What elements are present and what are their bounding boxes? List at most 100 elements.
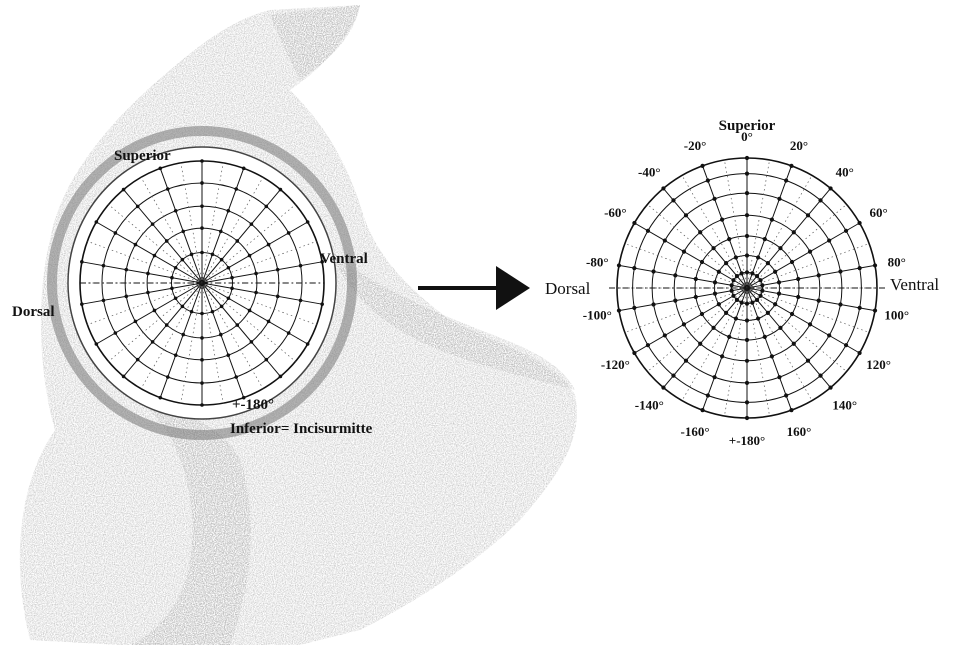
grid-node [158, 167, 162, 171]
grid-node [745, 213, 749, 217]
grid-node [235, 323, 239, 327]
grid-node [766, 311, 770, 315]
grid-node [211, 310, 215, 314]
grid-node [838, 269, 842, 273]
grid-node [181, 258, 185, 262]
grid-node [153, 254, 157, 258]
grid-node [181, 305, 185, 309]
grid-node [684, 359, 688, 363]
grid-node [170, 286, 174, 290]
grid-node [165, 239, 169, 243]
grid-node [122, 375, 126, 379]
grid-node [299, 264, 303, 268]
grid-node [724, 261, 728, 265]
left-ventral-label: Ventral [320, 251, 368, 267]
grid-node [235, 239, 239, 243]
grid-node [777, 197, 781, 201]
angle-label: -20° [684, 138, 707, 153]
grid-node [700, 312, 704, 316]
grid-node [745, 302, 749, 306]
grid-node [857, 221, 861, 225]
grid-node [784, 178, 788, 182]
grid-node [789, 408, 793, 412]
grid-node [174, 353, 178, 357]
grid-node [731, 294, 735, 298]
grid-node [844, 343, 848, 347]
grid-node [170, 276, 174, 280]
grid-node [200, 251, 204, 255]
grid-node [700, 260, 704, 264]
grid-node [200, 312, 204, 316]
grid-node [745, 400, 749, 404]
grid-node [200, 381, 204, 385]
grid-node [174, 266, 178, 270]
grid-node [230, 286, 234, 290]
angle-label: 20° [790, 138, 808, 153]
grid-node [777, 375, 781, 379]
grid-node [320, 302, 324, 306]
grid-node [267, 320, 271, 324]
grid-node [694, 277, 698, 281]
grid-minor-spoke [747, 175, 812, 288]
grid-node [617, 263, 621, 267]
grid-node [200, 226, 204, 230]
grid-minor-spoke [724, 160, 747, 288]
grid-minor-spoke [724, 288, 747, 416]
grid-node [796, 295, 800, 299]
left-inferior-note: Inferior= Incisurmitte [230, 421, 373, 437]
grid-node [778, 246, 782, 250]
angle-label: 120° [866, 357, 891, 372]
right-polar-grid [609, 156, 885, 420]
grid-node [750, 301, 754, 305]
grid-node [673, 273, 677, 277]
grid-node [740, 301, 744, 305]
grid-node [682, 322, 686, 326]
grid-node [720, 354, 724, 358]
grid-node [755, 274, 759, 278]
grid-node [712, 375, 716, 379]
grid-node [750, 271, 754, 275]
grid-node [817, 273, 821, 277]
grid-node [227, 296, 231, 300]
grid-node [279, 188, 283, 192]
grid-node [227, 266, 231, 270]
grid-node [828, 385, 832, 389]
grid-node [632, 221, 636, 225]
grid-node [671, 374, 675, 378]
grid-node [727, 335, 731, 339]
transfer-arrow [418, 266, 530, 310]
grid-node [711, 326, 715, 330]
grid-node [731, 278, 735, 282]
grid-node [136, 358, 140, 362]
grid-node [827, 238, 831, 242]
grid-node [174, 296, 178, 300]
grid-node [827, 333, 831, 337]
grid-node [125, 295, 129, 299]
grid-node [818, 198, 822, 202]
grid-node [760, 289, 764, 293]
grid-node [250, 340, 254, 344]
grid-node [80, 302, 84, 306]
grid-node [698, 342, 702, 346]
grid-node [684, 213, 688, 217]
grid-node [730, 283, 734, 287]
grid-node [102, 264, 106, 268]
grid-node [671, 198, 675, 202]
grid-node [200, 403, 204, 407]
grid-node [770, 354, 774, 358]
grid-node [796, 277, 800, 281]
angle-label: 60° [870, 205, 888, 220]
grid-node [146, 272, 150, 276]
grid-node [745, 172, 749, 176]
left-180-label: +-180° [232, 397, 274, 413]
grid-node [756, 255, 760, 259]
grid-node [287, 231, 291, 235]
grid-node [720, 217, 724, 221]
grid-node [95, 220, 99, 224]
angle-label: 100° [884, 307, 909, 322]
grid-node [181, 333, 185, 337]
grid-node [758, 278, 762, 282]
grid-node [646, 343, 650, 347]
grid-node [758, 294, 762, 298]
grid-node [230, 276, 234, 280]
